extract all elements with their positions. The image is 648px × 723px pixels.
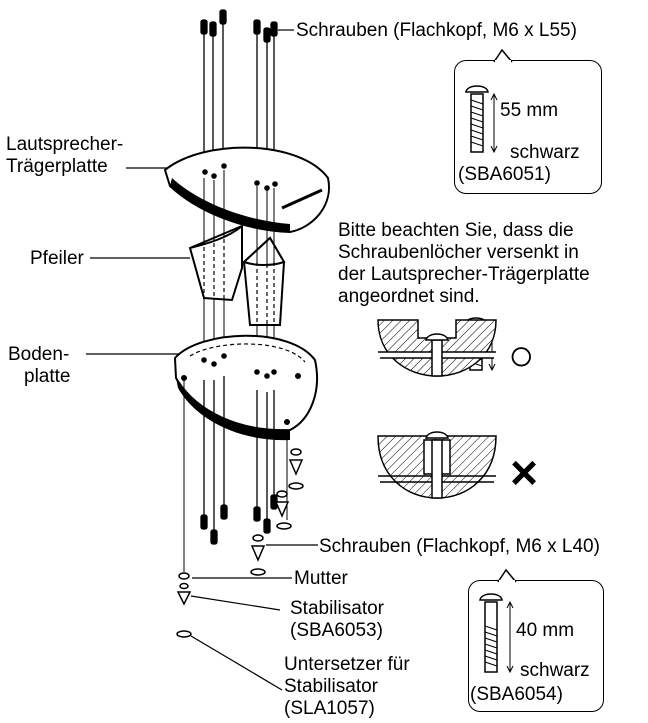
base-plate [173, 334, 319, 441]
pillar-left [188, 224, 243, 302]
stabilizers-right [250, 430, 304, 576]
note-line-3: der Lautsprecher-Trägerplatte [338, 264, 590, 285]
screw-top-part: (SBA6051) [458, 164, 551, 185]
correct-mark: ○ [508, 331, 535, 380]
label-speaker-plate-1: Lautsprecher- [6, 134, 124, 155]
pillar-right [242, 236, 286, 326]
screw-40-icon [479, 593, 514, 674]
callout-pointer-top [493, 48, 513, 64]
note-line-1: Bitte beachten Sie, dass die [338, 220, 574, 241]
label-base-plate-1: Boden- [8, 344, 70, 365]
label-nut: Mutter [294, 568, 348, 589]
wrong-mark: × [510, 447, 539, 500]
label-screws-bottom: Schrauben (Flachkopf, M6 x L40) [319, 536, 600, 557]
screw-top-length: 55 mm [500, 100, 559, 121]
screw-bottom-length: 40 mm [516, 620, 575, 641]
label-screws-top: Schrauben (Flachkopf, M6 x L55) [296, 20, 577, 41]
note-line-4: angeordnet sind. [338, 286, 480, 307]
speaker-support-plate [163, 146, 330, 234]
label-speaker-plate-2: Trägerplatte [6, 156, 108, 177]
label-stabilizer-2: (SBA6053) [290, 620, 383, 641]
label-coaster-2: Stabilisator [284, 676, 378, 697]
bottom-screws [200, 376, 278, 545]
detail-correct [377, 319, 497, 377]
callout-pointer-bottom [497, 568, 517, 584]
screw-55-icon [465, 85, 498, 154]
label-coaster-3: (SLA1057) [284, 698, 375, 719]
leader-coaster [190, 635, 283, 691]
screw-bottom-color: schwarz [520, 660, 590, 681]
left-foot-assembly [176, 380, 192, 638]
note-line-2: Schraubenlöcher versenkt in [338, 242, 579, 263]
label-base-plate-2: platte [24, 366, 71, 387]
label-pillar: Pfeiler [30, 248, 84, 269]
screw-top-color: schwarz [510, 142, 580, 163]
detail-wrong [377, 431, 497, 499]
label-stabilizer-1: Stabilisator [290, 598, 384, 619]
screw-bottom-part: (SBA6054) [470, 684, 563, 705]
label-coaster-1: Untersetzer für [284, 654, 410, 675]
leader-stabilizer [190, 595, 281, 611]
